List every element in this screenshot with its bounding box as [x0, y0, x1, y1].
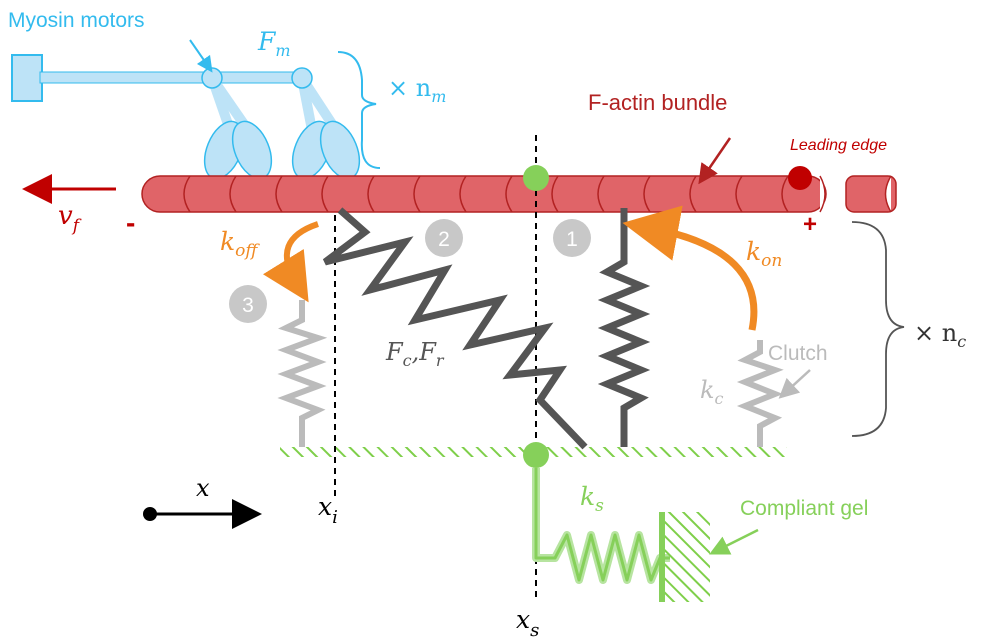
unbound-clutch-spring-right: [736, 340, 784, 447]
actin-segment: [367, 175, 375, 213]
stretched-clutch-spring: [322, 207, 588, 450]
force-label: Fc,Fr: [385, 338, 445, 370]
plus-end-label: +: [803, 211, 817, 238]
x-axis-label: x: [196, 474, 210, 502]
state-1-circle: [553, 219, 591, 257]
substrate-reference-point: [523, 442, 549, 468]
nc-multiplier-label: × nc: [914, 319, 966, 351]
myosin-motor-group: [11, 39, 381, 180]
compliant-gel-label: Compliant gel: [740, 497, 868, 520]
actin-segment: [459, 175, 467, 213]
unbound-clutch-spring-left: [277, 300, 328, 447]
actin-segment: [321, 175, 329, 213]
actin-filament-main: [141, 175, 827, 213]
kc-label: kc: [700, 376, 724, 408]
gel-spring-glow: [532, 468, 670, 584]
actin-fragment-cut: [884, 175, 892, 213]
clutch-count-brace: [851, 221, 905, 437]
actin-segment: [505, 175, 513, 213]
bound-clutch-spring: [597, 208, 651, 447]
actin-segment: [735, 175, 743, 213]
myosin-joint-2: [291, 67, 313, 89]
gel-spring: [534, 468, 670, 582]
actin-segment: [689, 175, 697, 213]
koff-arrow: [262, 221, 319, 303]
actin-segment: [781, 175, 789, 213]
actin-main-cut: [819, 175, 826, 213]
ks-label: ks: [580, 482, 604, 516]
actin-segment: [413, 175, 421, 213]
nm-multiplier-label: × nm: [388, 74, 446, 106]
myosin-pointer-arrow: [189, 39, 213, 73]
gel-wall-hatch: [662, 512, 710, 602]
myosin-joint-1: [201, 67, 223, 89]
leading-edge-dot: [788, 166, 812, 190]
myosin-motors-label: Myosin motors: [8, 9, 145, 32]
kon-arrow: [622, 205, 758, 331]
state-3-circle: [229, 285, 267, 323]
kon-label: kon: [746, 237, 782, 271]
koff-label: koff: [220, 227, 260, 261]
actin-segments: [183, 175, 789, 213]
actin-segment: [275, 175, 283, 213]
factin-bundle-label: F-actin bundle: [588, 90, 727, 115]
state-2-circle: [425, 219, 463, 257]
actin-segment: [551, 175, 559, 213]
state-3-label: 3: [242, 294, 254, 317]
factin-pointer-arrow: [698, 137, 732, 185]
vf-label: vf: [58, 201, 82, 236]
actin-filament-fragment: [845, 175, 897, 213]
fm-label: Fm: [257, 27, 291, 60]
state-1-label: 1: [566, 228, 578, 251]
myosin-rod: [39, 71, 303, 84]
actin-segment: [183, 175, 191, 213]
xs-label: xs: [516, 605, 539, 641]
actin-segment: [229, 175, 237, 213]
myosin-anchor: [11, 54, 43, 102]
clutch-pointer-arrow: [778, 369, 811, 399]
actin-reference-point: [523, 165, 549, 191]
clutch-label: Clutch: [768, 342, 828, 365]
myosin-brace: [337, 51, 381, 169]
xi-label: xi: [318, 492, 338, 528]
actin-segment: [597, 175, 605, 213]
state-2-label: 2: [438, 228, 450, 251]
gel-pointer-arrow: [709, 528, 759, 555]
actin-bundle: [141, 175, 897, 213]
leading-edge-label: Leading edge: [790, 137, 887, 154]
minus-end-label: -: [126, 207, 135, 238]
